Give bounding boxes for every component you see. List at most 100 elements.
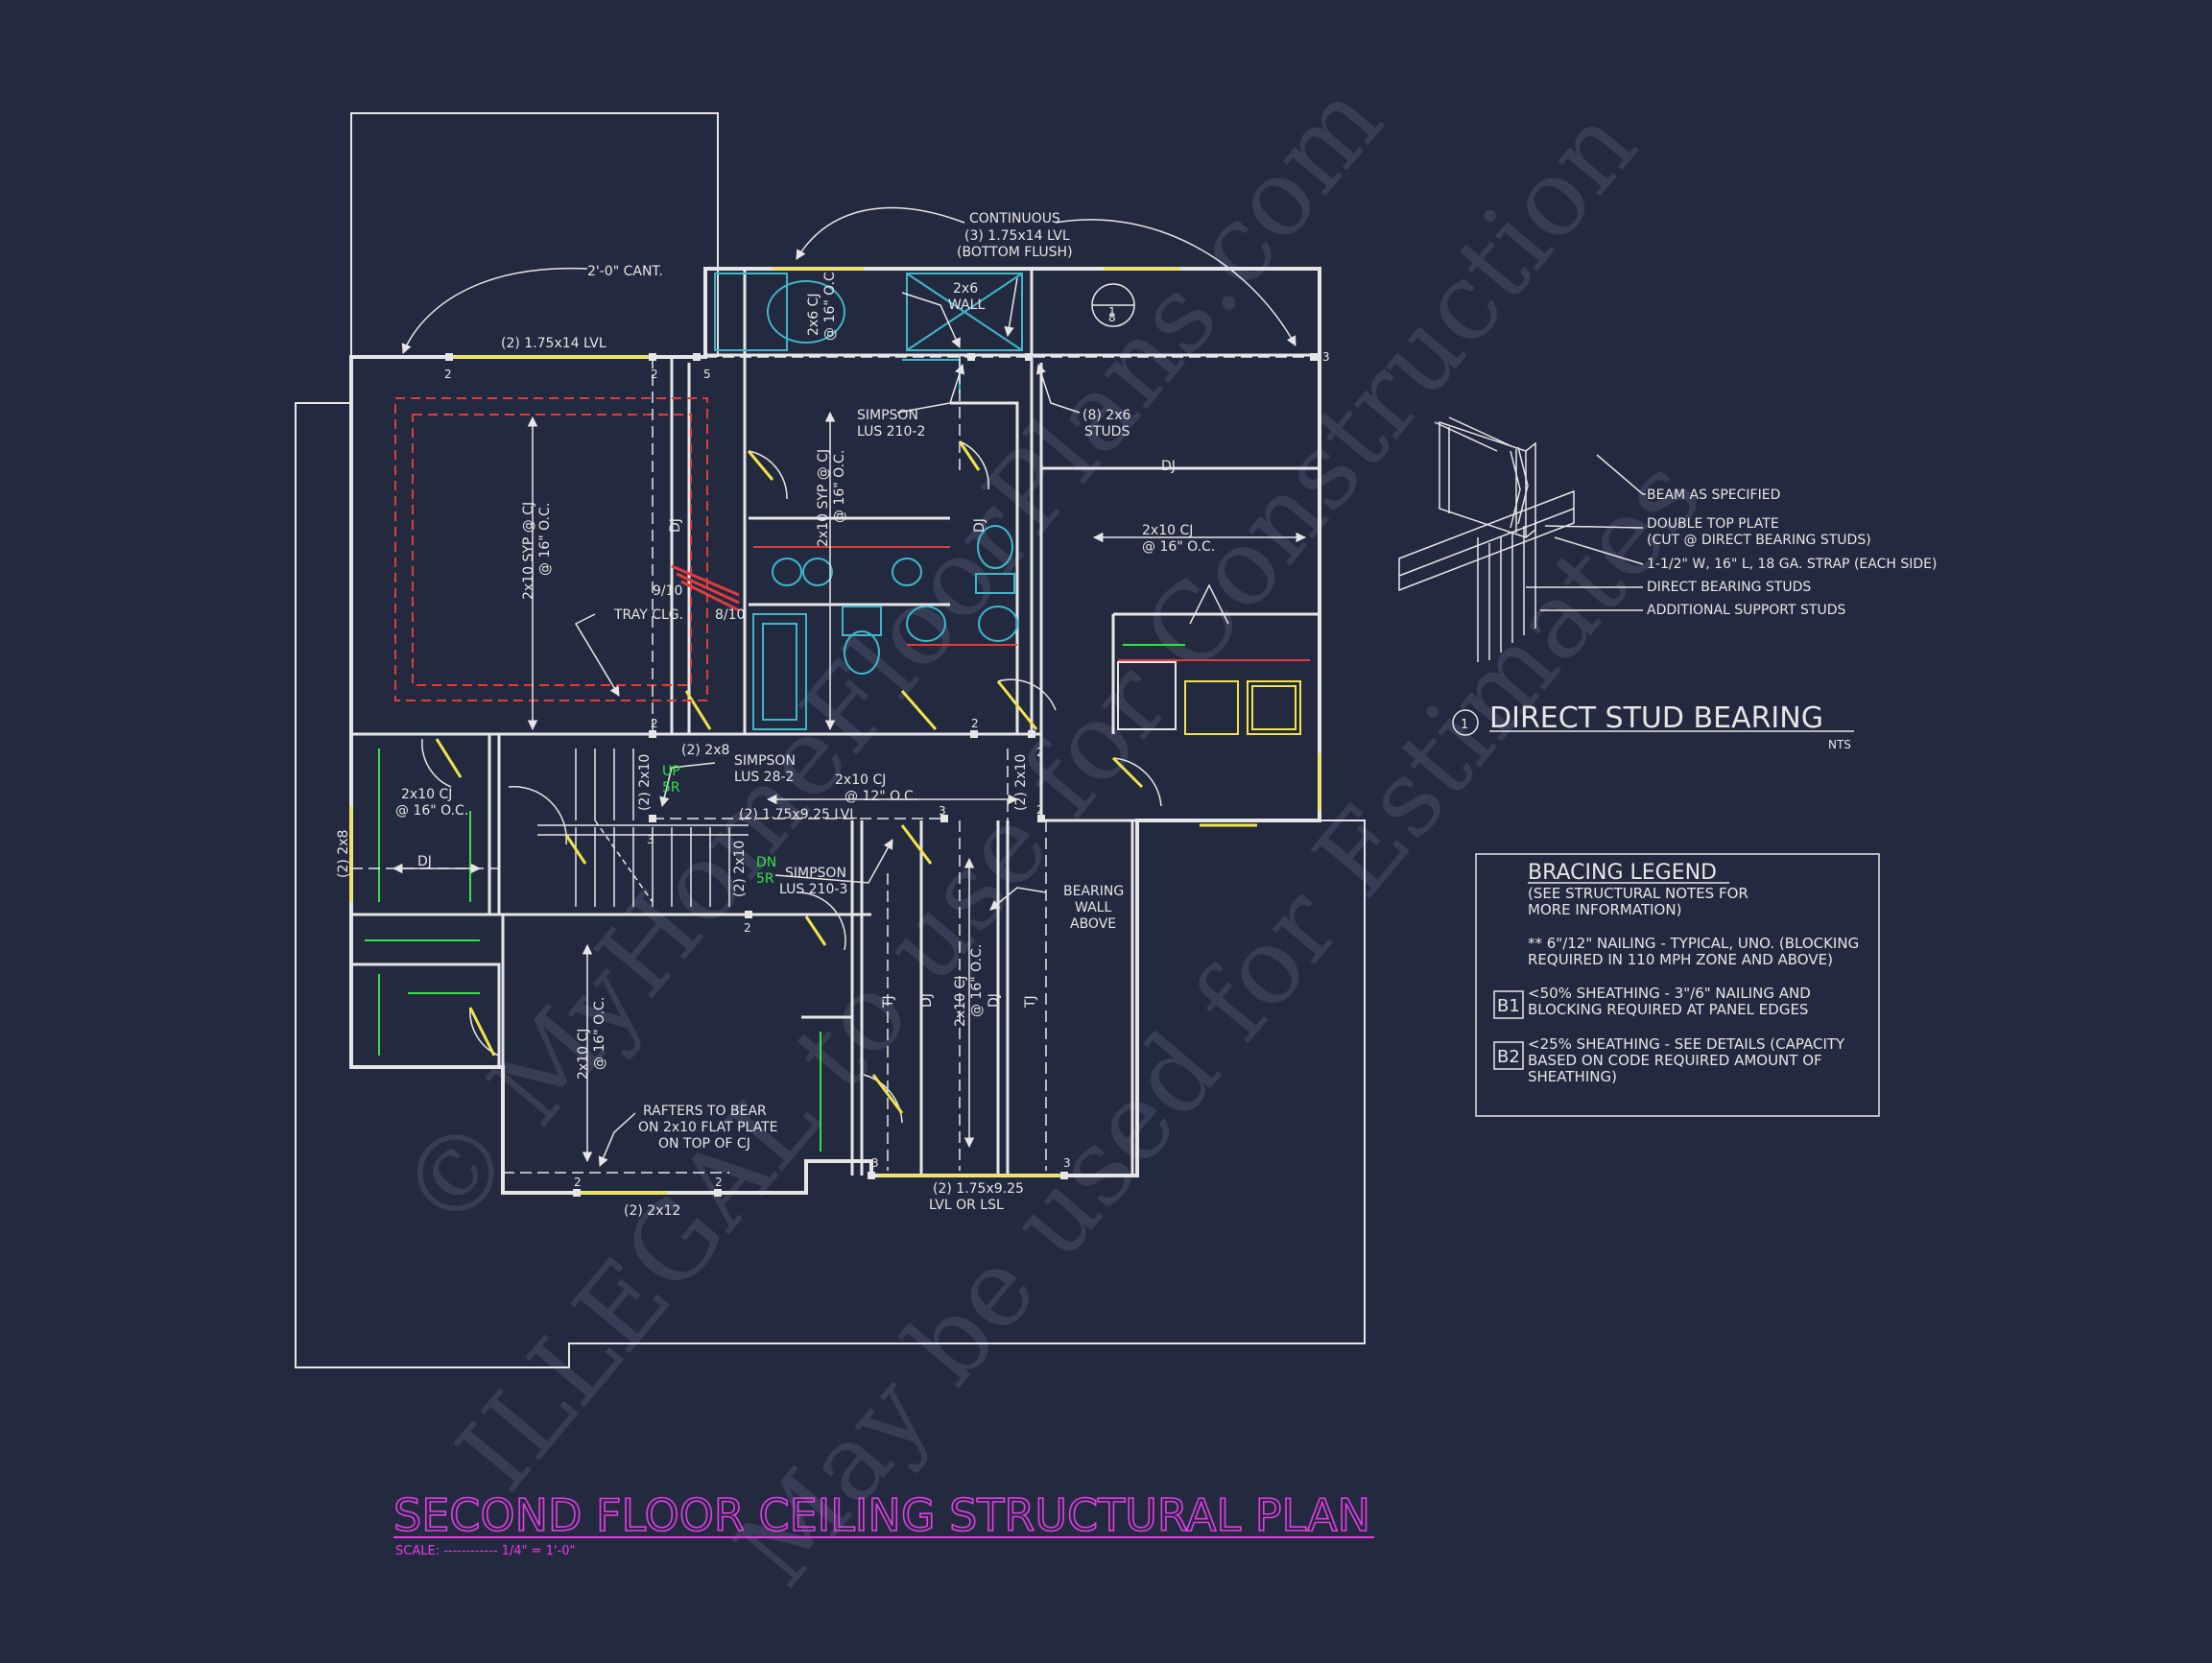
- legend-title: BRACING LEGEND: [1528, 861, 1717, 885]
- node-2: 2: [444, 368, 452, 381]
- label-cj-hall-oc: @ 12" O.C.: [844, 789, 917, 804]
- label-dj-master: DJ: [668, 518, 683, 533]
- label-cj-left-oc: @ 16" O.C.: [395, 803, 468, 819]
- legend-sub-1: (SEE STRUCTURAL NOTES FOR: [1528, 885, 1748, 902]
- node-2: 2: [651, 368, 658, 381]
- plan-labels: 2'-0" CANT. (2) 1.75x14 LVL CONTINUOUS (…: [336, 211, 1330, 1219]
- legend-b2-line-3: SHEATHING): [1528, 1068, 1617, 1085]
- label-up: UP: [662, 764, 680, 779]
- plan-title: SECOND FLOOR CEILING STRUCTURAL PLAN: [393, 1489, 1370, 1541]
- detail-nts: NTS: [1828, 738, 1851, 751]
- label-cj-closet-oc: @ 16" O.C.: [822, 268, 838, 341]
- tray-hatch: [671, 564, 740, 612]
- label-studs-count: (8) 2x6: [1082, 408, 1130, 423]
- label-rafters-3: ON TOP OF CJ: [658, 1136, 750, 1152]
- legend-sub-2: MORE INFORMATION): [1528, 901, 1681, 918]
- label-cj-closet: 2x6 CJ: [806, 294, 821, 336]
- detail-direct-stud-bearing: [1398, 416, 1854, 736]
- label-cj-left: 2x10 CJ: [401, 787, 452, 802]
- detail-leader-3: [1554, 536, 1644, 565]
- detail-callout-strap: 1-1/2" W, 16" L, 18 GA. STRAP (EACH SIDE…: [1647, 557, 1937, 572]
- node-2: 2: [1036, 803, 1044, 817]
- laundry: [1117, 661, 1301, 735]
- detail-title: DIRECT STUD BEARING: [1489, 701, 1823, 735]
- node-2: 2: [1036, 746, 1044, 759]
- label-lvl-top: (2) 1.75x14 LVL: [501, 336, 607, 351]
- label-cant: 2'-0" CANT.: [587, 264, 663, 279]
- node-2: 2: [574, 1176, 582, 1189]
- label-wall: WALL: [948, 297, 985, 313]
- dimension-arrows: [392, 411, 1307, 1163]
- label-lus-210-2: LUS 210-2: [857, 424, 925, 440]
- bath-red-lines: [753, 546, 1310, 661]
- node-2: 2: [744, 921, 751, 935]
- node-3: 3: [871, 1156, 879, 1170]
- detail-callout-support-studs: ADDITIONAL SUPPORT STUDS: [1647, 603, 1845, 618]
- label-dj-garage-2: DJ: [987, 993, 1002, 1008]
- detail-callout-beam: BEAM AS SPECIFIED: [1647, 487, 1780, 503]
- tray-ceiling-outer: [394, 397, 708, 701]
- label-cj-right-oc: @ 16" O.C.: [1142, 539, 1215, 555]
- label-cj-right: 2x10 CJ: [1142, 523, 1193, 538]
- legend-b2-box: [1493, 1041, 1524, 1070]
- legend-b2-line-2: BASED ON CODE REQUIRED AMOUNT OF: [1528, 1052, 1822, 1069]
- legend-b1-line-1: <50% SHEATHING - 3"/6" NAILING AND: [1528, 985, 1811, 1002]
- label-hdr-2x10-b: (2) 2x10: [1013, 754, 1029, 811]
- detail-number: 1: [1461, 718, 1468, 732]
- label-tj-2: TJ: [1023, 995, 1038, 1009]
- legend-b1-line-2: BLOCKING REQUIRED AT PANEL EDGES: [1528, 1001, 1808, 1018]
- label-continuous-lvl: (3) 1.75x14 LVL: [964, 228, 1070, 244]
- node-2: 2: [651, 717, 658, 730]
- tray-ceiling-inner: [412, 414, 692, 686]
- detail-joists: [1434, 416, 1512, 452]
- detail-leader-1: [1596, 454, 1644, 495]
- legend-b1-box: [1493, 990, 1524, 1019]
- label-cj-garage: 2x10 CJ: [953, 976, 968, 1027]
- detail-studs: [1477, 520, 1536, 662]
- node-2: 2: [971, 717, 979, 730]
- label-bearing-above: ABOVE: [1070, 916, 1116, 932]
- label-cj-master: 2x10 SYP @ CJ: [521, 502, 536, 600]
- label-simpson-210-2: SIMPSON: [857, 408, 918, 423]
- label-simpson-28: SIMPSON: [734, 753, 796, 769]
- sheet-title: SECOND FLOOR CEILING STRUCTURAL PLAN SCA…: [392, 1488, 1374, 1558]
- detail-callout-top-plate-cut: (CUT @ DIRECT BEARING STUDS): [1647, 533, 1871, 548]
- roof-outline-lower: [295, 402, 1366, 1368]
- label-hdr-2x10-c: (2) 2x10: [732, 841, 748, 897]
- label-cj-master-oc: @ 16" O.C.: [537, 503, 553, 576]
- label-bottom-flush: (BOTTOM FLUSH): [957, 245, 1073, 260]
- label-hdr-2x8: (2) 2x8: [681, 743, 729, 758]
- label-tj-1: TJ: [881, 995, 896, 1009]
- roof-outline-upper: [350, 112, 719, 357]
- label-lvl-or-lsl: LVL OR LSL: [929, 1198, 1004, 1213]
- label-lus-28: LUS 28-2: [734, 770, 794, 785]
- label-rafters-1: RAFTERS TO BEAR: [643, 1104, 767, 1119]
- label-hdr-2x8-left: (2) 2x8: [336, 830, 351, 878]
- label-circle-sheet: 8: [1108, 311, 1116, 324]
- detail-leader-2: [1544, 525, 1644, 529]
- stairs: [537, 748, 749, 907]
- label-lus-210-3: LUS 210-3: [779, 882, 847, 897]
- label-lvl-bottom: (2) 1.75x9.25: [933, 1181, 1024, 1197]
- windows: [349, 267, 1321, 1195]
- label-simpson-210-3: SIMPSON: [785, 866, 846, 881]
- floor-plan: [295, 112, 1366, 1368]
- label-2x6: 2x6: [953, 281, 978, 297]
- label-dj-upper: DJ: [1161, 459, 1176, 474]
- label-hdr-2x10-a: (2) 2x10: [637, 754, 653, 811]
- label-tray-810: 8/10: [715, 607, 745, 623]
- legend-b1-tag: B1: [1497, 996, 1520, 1016]
- label-dj-bath: DJ: [972, 518, 987, 533]
- node-5: 5: [703, 368, 711, 381]
- node-3: 3: [1322, 350, 1330, 364]
- legend-note-2: REQUIRED IN 110 MPH ZONE AND ABOVE): [1528, 951, 1833, 968]
- node-3: 3: [647, 833, 654, 846]
- legend-b2-line-1: <25% SHEATHING - SEE DETAILS (CAPACITY: [1528, 1035, 1845, 1053]
- label-studs: STUDS: [1084, 424, 1130, 440]
- label-cj-bath: 2x10 SYP @ CJ: [816, 449, 831, 547]
- node-3: 3: [939, 804, 946, 818]
- detail-number-circle: [1452, 709, 1479, 736]
- label-continuous: CONTINUOUS: [969, 211, 1060, 226]
